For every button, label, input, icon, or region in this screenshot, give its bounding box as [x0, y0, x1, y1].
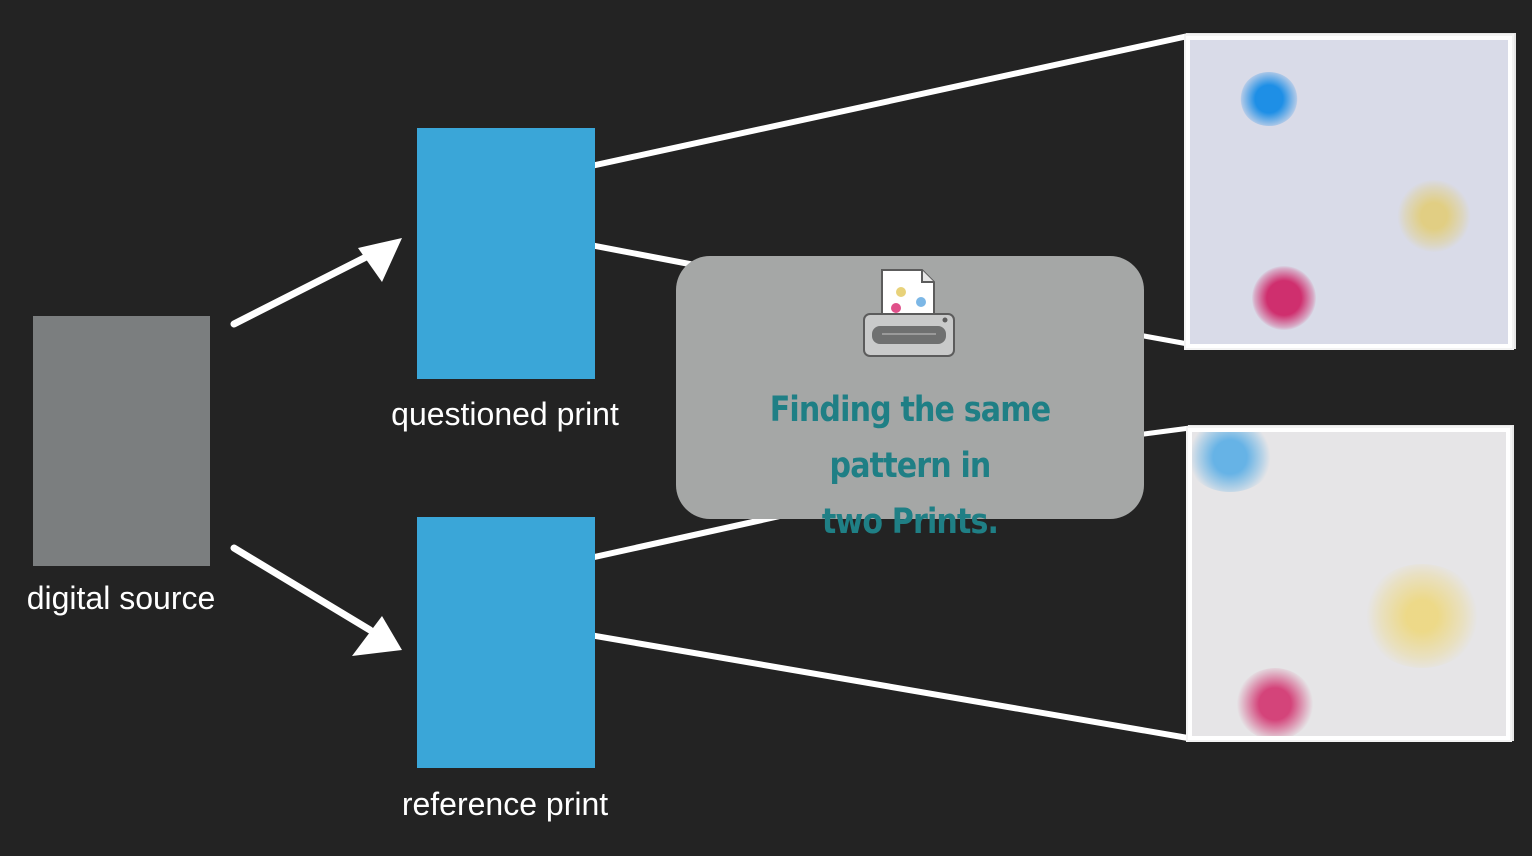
callout-box: Finding the same pattern in two Prints. — [676, 256, 1144, 542]
magenta-dot — [1252, 266, 1316, 330]
questioned-print-caption: questioned print — [391, 396, 619, 432]
yellow-dot — [1362, 564, 1482, 668]
questioned-zoom-pattern — [1190, 40, 1508, 344]
arrow-to-reference — [230, 544, 402, 656]
callout-line-1: Finding the same pattern in — [769, 390, 1051, 486]
reference-print-caption: reference print — [401, 786, 609, 822]
arrow-to-questioned — [230, 238, 402, 328]
questioned-zoom-view — [1186, 36, 1512, 348]
yellow-dot — [1396, 180, 1472, 252]
digital-source-caption: digital source — [26, 580, 216, 616]
reference-zoom-pattern — [1192, 432, 1506, 736]
digital-source-page — [33, 316, 210, 566]
callout-line-2: two Prints. — [821, 502, 999, 542]
reference-print-page — [417, 517, 595, 768]
questioned-print-page — [417, 128, 595, 379]
reference-zoom-view — [1188, 428, 1510, 740]
callout-message: Finding the same pattern in two Prints. — [709, 382, 1111, 550]
printer-icon — [863, 269, 955, 357]
magenta-dot — [1236, 668, 1314, 736]
cyan-dot — [1240, 72, 1298, 126]
cyan-dot — [1192, 432, 1274, 492]
